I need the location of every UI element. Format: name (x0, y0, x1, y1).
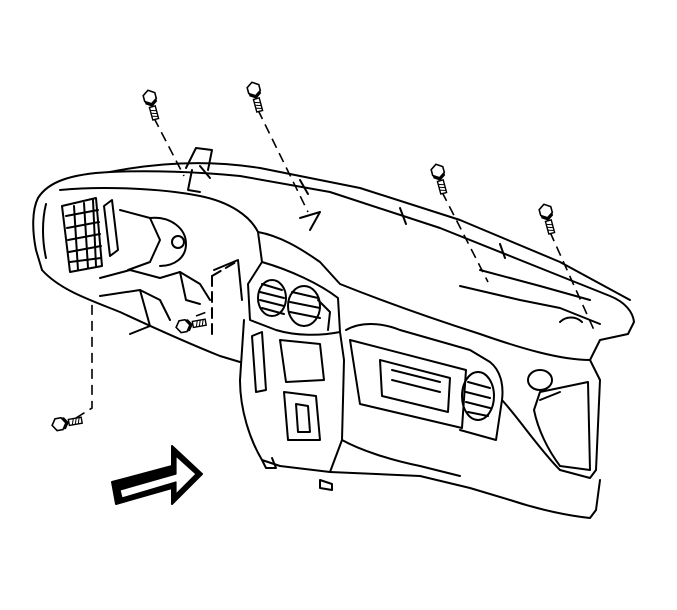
bolt-top-right-icon (429, 161, 451, 196)
view-direction-arrow-icon (111, 445, 203, 505)
bolt-center-lower-icon (174, 315, 208, 335)
bolt-top-left-icon (141, 87, 163, 122)
leader-lines (75, 109, 595, 419)
bolt-far-right-icon (537, 201, 559, 236)
bolt-top-center-icon (245, 79, 267, 114)
instrument-panel (32, 147, 635, 519)
